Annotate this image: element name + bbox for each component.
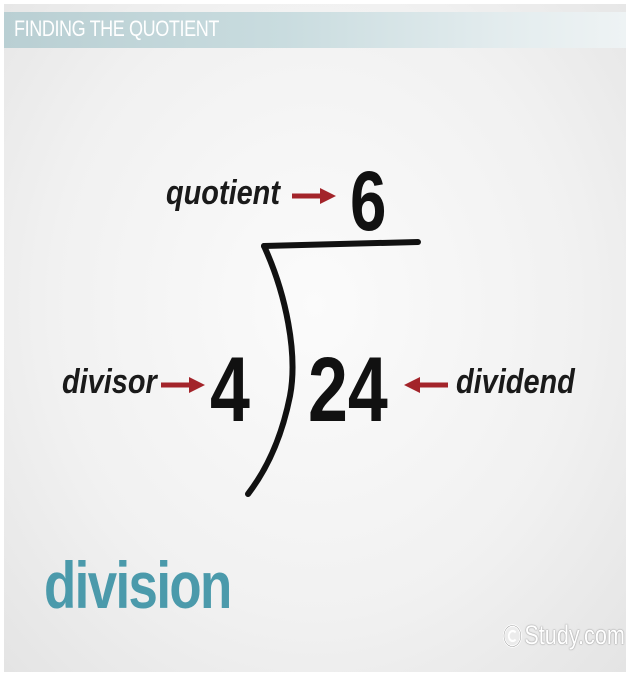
header-bar: FINDING THE QUOTIENT xyxy=(4,12,626,48)
dividend-value: 24 xyxy=(308,339,388,441)
dividend-arrow-icon xyxy=(404,377,448,393)
quotient-label: quotient xyxy=(166,174,280,212)
dividend-label: dividend xyxy=(456,363,575,401)
division-keyword: division xyxy=(44,548,232,622)
study-watermark: Study.com xyxy=(502,620,625,651)
long-division-bracket xyxy=(245,239,421,497)
quotient-value: 6 xyxy=(350,154,387,248)
divisor-label: divisor xyxy=(62,363,157,401)
slide-title: FINDING THE QUOTIENT xyxy=(14,16,219,41)
quotient-arrow-icon xyxy=(292,188,336,204)
copyright-circle-icon xyxy=(503,623,522,648)
divisor-arrow-icon xyxy=(161,377,205,393)
divisor-value: 4 xyxy=(210,339,250,441)
slide: FINDING THE QUOTIENT quotient 6 divisor … xyxy=(4,4,626,672)
watermark-text: Study.com xyxy=(524,620,625,650)
